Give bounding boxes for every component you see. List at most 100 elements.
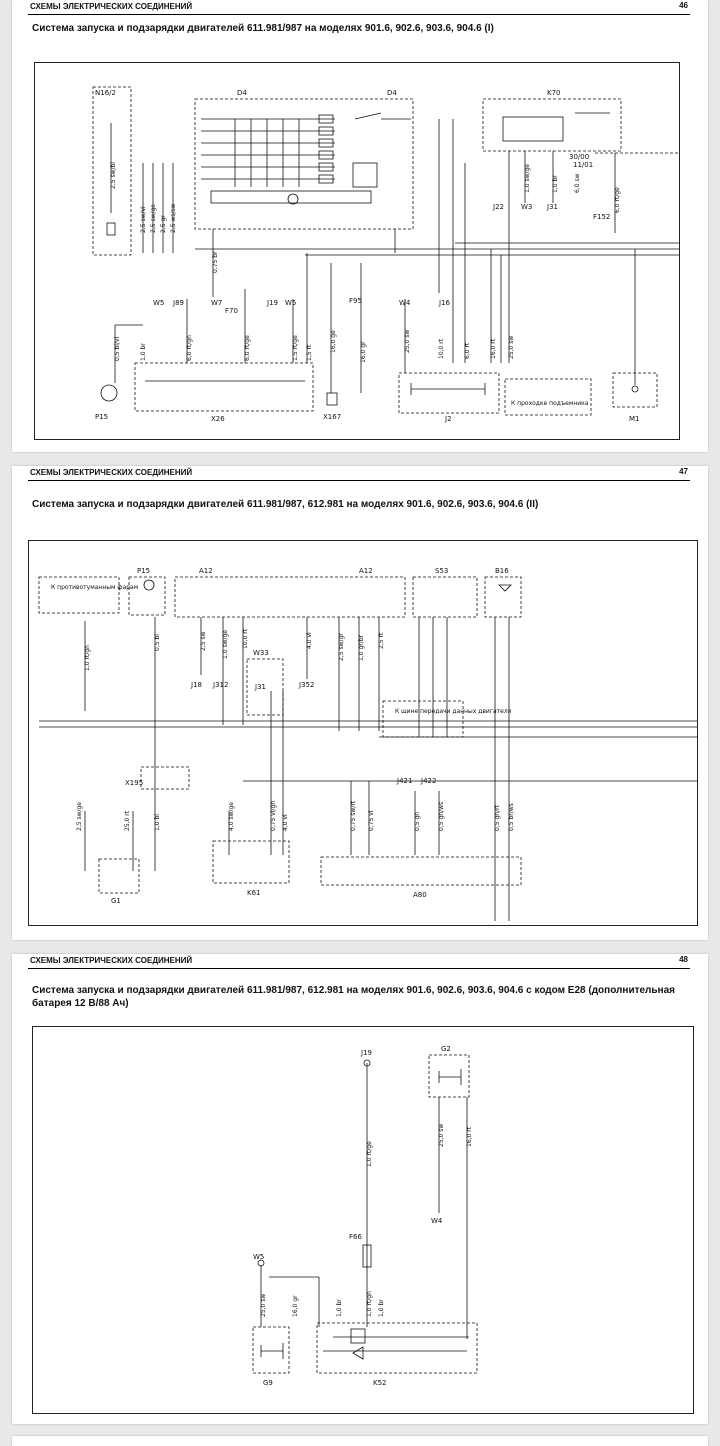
svg-text:0,5 bl: 0,5 bl [154,634,161,651]
svg-text:25,0 sw: 25,0 sw [260,1294,267,1317]
svg-text:W5: W5 [253,1253,264,1261]
svg-text:J31: J31 [254,683,266,691]
svg-text:1,0 rt/ge: 1,0 rt/ge [366,1141,373,1167]
svg-text:W5: W5 [153,299,164,307]
svg-text:11/01: 11/01 [573,161,593,169]
svg-text:A12: A12 [359,567,373,575]
svg-text:K70: K70 [547,89,561,97]
svg-text:2,5 sw/bl: 2,5 sw/bl [110,162,117,189]
svg-text:D4: D4 [387,89,397,97]
page-header: СХЕМЫ ЭЛЕКТРИЧЕСКИХ СОЕДИНЕНИЙ 46 [28,0,690,15]
wiring-diagram-47: P15 A12 A12 S53 B16 J18 J312 W33 J31 J35… [28,540,698,926]
svg-text:2,5 sw/ge: 2,5 sw/ge [150,204,157,233]
svg-text:16,0 gr: 16,0 gr [360,341,367,363]
svg-text:0,5 gn: 0,5 gn [414,812,421,831]
svg-text:0,5 gn/rt: 0,5 gn/rt [494,804,501,831]
svg-text:J312: J312 [212,681,228,689]
svg-text:2,5 sw/gr: 2,5 sw/gr [338,633,345,661]
svg-text:W5: W5 [285,299,296,307]
page-47: СХЕМЫ ЭЛЕКТРИЧЕСКИХ СОЕДИНЕНИЙ 47 Систем… [12,466,708,940]
svg-text:J2: J2 [444,415,452,423]
svg-text:B16: B16 [495,567,509,575]
svg-text:6,0 sw: 6,0 sw [574,173,581,193]
svg-text:0,75 vi/gn: 0,75 vi/gn [270,801,277,831]
svg-text:1,0 br: 1,0 br [140,343,147,361]
svg-text:4,0 vi: 4,0 vi [306,632,313,649]
svg-text:J422: J422 [420,777,436,785]
svg-text:10,0 rt: 10,0 rt [438,338,445,359]
svg-text:2,5 rt: 2,5 rt [378,632,385,649]
header-title: СХЕМЫ ЭЛЕКТРИЧЕСКИХ СОЕДИНЕНИЙ [30,956,193,965]
svg-text:X167: X167 [323,413,341,421]
page-number: 48 [679,955,688,964]
svg-text:0,5 br/ws: 0,5 br/ws [508,803,515,831]
svg-text:1,0 sw/ge: 1,0 sw/ge [222,630,229,659]
svg-text:P15: P15 [95,413,108,421]
page-next [12,1436,708,1446]
svg-text:J18: J18 [190,681,202,689]
svg-text:0,75 br: 0,75 br [212,251,219,273]
svg-text:25,0 rt: 25,0 rt [124,810,131,831]
svg-text:K52: K52 [373,1379,387,1387]
svg-text:J89: J89 [172,299,184,307]
schematic-47: P15 A12 A12 S53 B16 J18 J312 W33 J31 J35… [38,567,697,921]
svg-text:1,0 sw/ge: 1,0 sw/ge [524,164,531,193]
svg-text:F152: F152 [593,213,610,221]
svg-text:6,0 rt: 6,0 rt [464,342,471,359]
svg-text:D4: D4 [237,89,247,97]
svg-text:N16/2: N16/2 [95,89,116,97]
wiring-diagram-46: N16/2 D4 D4 K70 P15 X26 X167 J2 M1 W5 J8… [34,62,680,440]
svg-text:G1: G1 [111,897,121,905]
svg-text:S53: S53 [435,567,448,575]
note-engine-bus: К шине передачи данных двигателя [395,708,512,715]
svg-text:J352: J352 [298,681,314,689]
svg-text:4,0 sw/ge: 4,0 sw/ge [228,802,235,831]
svg-text:4,0 vi: 4,0 vi [282,814,289,831]
svg-text:2,5 sw: 2,5 sw [200,631,207,651]
svg-text:X195: X195 [125,779,143,787]
page-46: СХЕМЫ ЭЛЕКТРИЧЕСКИХ СОЕДИНЕНИЙ 46 Систем… [12,0,708,452]
schematic-48: J19 G2 W4 F66 W5 G9 K52 1,0 rt/ge 25,0 s… [252,1045,478,1387]
svg-text:0,5 bl/vi: 0,5 bl/vi [114,337,121,361]
note-fog-lamps: К противотуманным фарам [51,584,138,591]
diagram-title: Система запуска и подзарядки двигателей … [32,23,494,34]
svg-text:J421: J421 [396,777,412,785]
svg-text:G9: G9 [263,1379,273,1387]
svg-text:W4: W4 [431,1217,443,1225]
diagram-title: Система запуска и подзарядки двигателей … [32,985,675,1009]
svg-text:1,0 rt/gn: 1,0 rt/gn [84,645,91,671]
svg-text:2,5 ws/sw: 2,5 ws/sw [170,203,177,233]
svg-text:1,5 rt: 1,5 rt [306,344,313,361]
svg-text:J22: J22 [492,203,504,211]
schematic-46: N16/2 D4 D4 K70 P15 X26 X167 J2 M1 W5 J8… [92,86,679,423]
svg-text:30/00: 30/00 [569,153,589,161]
svg-text:16,0 rt: 16,0 rt [490,338,497,359]
svg-text:16,0 gr: 16,0 gr [292,1295,299,1317]
svg-text:W33: W33 [253,649,269,657]
svg-text:J31: J31 [546,203,558,211]
svg-text:16,0 ge: 16,0 ge [330,330,337,353]
svg-text:2,5 sw/ge: 2,5 sw/ge [76,802,83,831]
svg-text:W4: W4 [399,299,411,307]
svg-text:F66: F66 [349,1233,362,1241]
svg-text:6,0 rt/ge: 6,0 rt/ge [614,187,621,213]
svg-text:A80: A80 [413,891,427,899]
wiring-diagram-48: J19 G2 W4 F66 W5 G9 K52 1,0 rt/ge 25,0 s… [32,1026,694,1414]
svg-text:1,0 br: 1,0 br [336,1299,343,1317]
svg-text:1,0 rt/gn: 1,0 rt/gn [366,1291,373,1317]
diagram-title: Система запуска и подзарядки двигателей … [32,499,539,510]
svg-text:W7: W7 [211,299,222,307]
page-header: СХЕМЫ ЭЛЕКТРИЧЕСКИХ СОЕДИНЕНИЙ 47 [28,466,690,481]
svg-text:0,75 sw/rt: 0,75 sw/rt [350,800,357,831]
page-number: 47 [679,467,688,476]
svg-text:0,75 vi: 0,75 vi [368,810,375,831]
svg-text:J19: J19 [360,1049,372,1057]
svg-text:2,5 sw/vi: 2,5 sw/vi [140,206,147,233]
svg-text:A12: A12 [199,567,213,575]
svg-text:X26: X26 [211,415,225,423]
svg-text:16,0 rt: 16,0 rt [466,1126,473,1147]
header-title: СХЕМЫ ЭЛЕКТРИЧЕСКИХ СОЕДИНЕНИЙ [30,2,193,11]
svg-text:25,0 sw: 25,0 sw [438,1124,445,1147]
svg-text:6,0 rt/ge: 6,0 rt/ge [244,335,251,361]
svg-text:F70: F70 [225,307,238,315]
